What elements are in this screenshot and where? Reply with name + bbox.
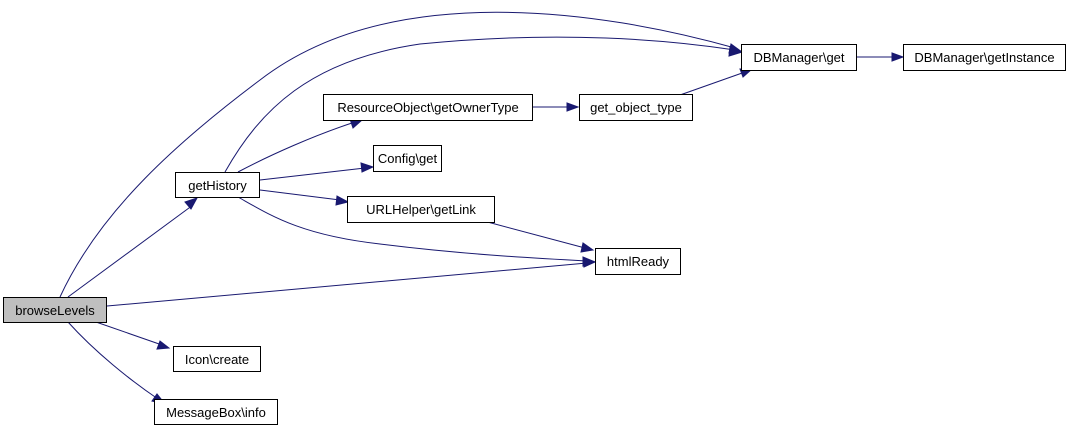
edge-gethistory-resourceobject	[237, 121, 356, 173]
arrowhead-getinstance	[891, 52, 905, 62]
node-dbmanager-getinstance[interactable]: DBManager\getInstance	[903, 44, 1066, 71]
node-gethistory[interactable]: getHistory	[175, 172, 260, 198]
node-htmlready[interactable]: htmlReady	[595, 248, 681, 275]
node-resourceobject-getownertype[interactable]: ResourceObject\getOwnerType	[323, 94, 533, 121]
arrowhead-htmlready-2	[582, 256, 597, 267]
arrowhead-dbmanager-get-2	[728, 46, 744, 57]
node-config-get[interactable]: Config\get	[373, 145, 442, 172]
arrowhead-urlhelper	[335, 195, 350, 206]
edge-browselevels-icon-create	[95, 321, 163, 346]
edge-urlhelper-htmlready	[479, 219, 586, 249]
arrowhead-config-get	[360, 162, 375, 173]
node-icon-create[interactable]: Icon\create	[173, 346, 261, 372]
edge-browselevels-dbmanager-get	[59, 11, 736, 298]
edge-get-object-type-dbmanager-get	[679, 71, 746, 96]
arrowhead-gethistory	[184, 197, 199, 210]
edge-browselevels-gethistory	[67, 204, 194, 298]
node-browselevels: browseLevels	[3, 297, 107, 323]
edge-gethistory-htmlready	[237, 196, 588, 262]
edge-browselevels-htmlready	[106, 262, 588, 307]
node-get-object-type[interactable]: get_object_type	[579, 94, 693, 121]
arrowhead-get-object-type	[566, 102, 580, 112]
edge-browselevels-messagebox-info	[67, 321, 159, 400]
edge-gethistory-dbmanager-get	[224, 36, 736, 173]
edge-gethistory-urlhelper	[259, 189, 341, 201]
node-messagebox-info[interactable]: MessageBox\info	[154, 399, 278, 425]
arrowhead-htmlready-3	[580, 242, 595, 253]
edge-gethistory-config-get	[259, 167, 366, 181]
node-urlhelper-getlink[interactable]: URLHelper\getLink	[347, 196, 495, 223]
node-dbmanager-get[interactable]: DBManager\get	[741, 44, 857, 71]
arrowhead-icon-create	[156, 340, 171, 350]
